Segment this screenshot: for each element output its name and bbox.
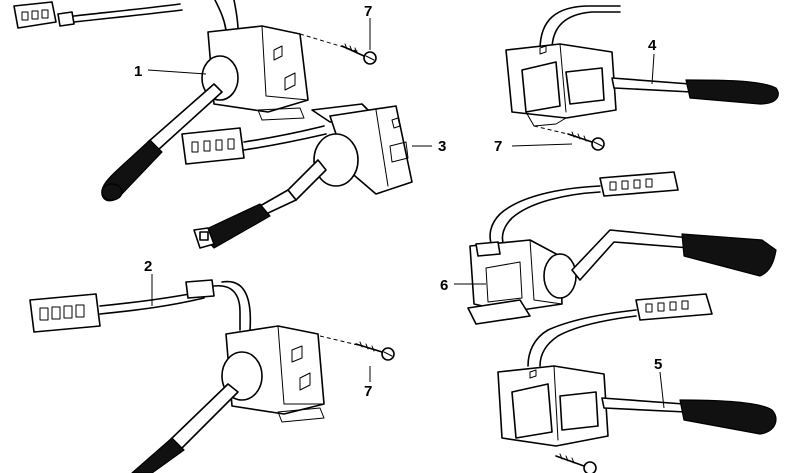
screw-7-right [533, 125, 605, 151]
callout-1: 1 [134, 63, 142, 80]
callout-leaders [147, 18, 665, 409]
callout-7-right: 7 [494, 138, 502, 155]
callout-7-top: 7 [364, 3, 372, 20]
callout-labels: 1 2 3 4 5 6 7 7 7 [134, 3, 662, 400]
switch-assembly-1 [13, 0, 309, 202]
switch-assembly-5 [497, 293, 777, 447]
screw-7-top [299, 33, 377, 65]
callout-6: 6 [440, 277, 448, 294]
callout-4: 4 [648, 37, 657, 54]
switch-assembly-3 [181, 103, 413, 249]
screw-7-bottom-right [555, 453, 597, 473]
callout-3: 3 [438, 138, 446, 155]
switch-assembly-4 [505, 5, 779, 127]
callout-7-bottom-left: 7 [364, 383, 372, 400]
callout-2: 2 [144, 258, 152, 275]
screw-7-bottom-left [319, 335, 395, 361]
switch-assembly-2 [29, 279, 325, 473]
callout-5: 5 [654, 356, 662, 373]
switch-assembly-6 [467, 171, 777, 325]
